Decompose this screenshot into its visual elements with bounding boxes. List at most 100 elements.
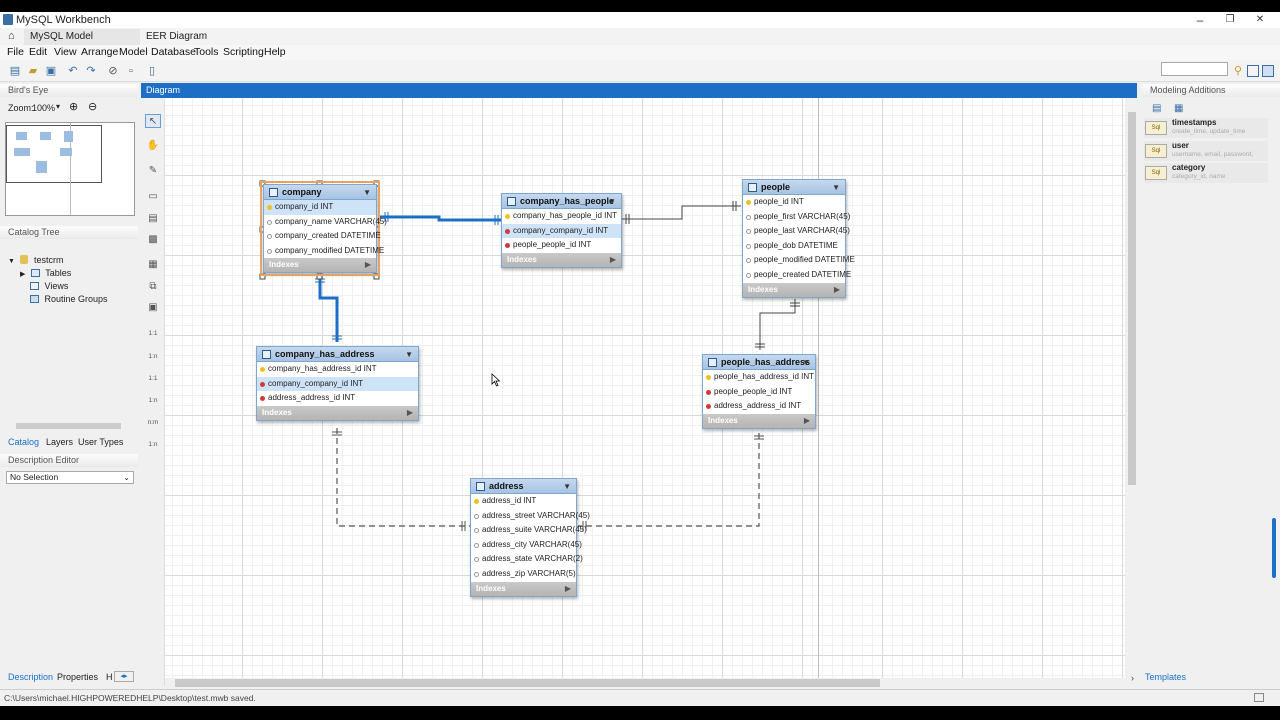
pointer-tool-icon[interactable]: ↖ bbox=[145, 114, 161, 128]
zoom-dropdown-icon[interactable]: ▾ bbox=[56, 102, 61, 111]
relationship-1-n-tool[interactable]: 1:n bbox=[148, 353, 158, 360]
table-tool-icon[interactable]: ▦ bbox=[148, 259, 158, 270]
menu-model[interactable]: Model bbox=[119, 46, 148, 58]
expand-arrow-icon[interactable]: ▶ bbox=[609, 254, 616, 264]
table-column[interactable]: company_id INT bbox=[264, 200, 376, 215]
expand-arrow-icon[interactable]: ▶ bbox=[564, 583, 571, 593]
collapse-right-panel-icon[interactable]: › bbox=[1131, 673, 1134, 683]
table-column[interactable]: people_id INT bbox=[743, 195, 845, 210]
table-address[interactable]: address▼ address_id INT address_street V… bbox=[470, 478, 590, 597]
tab-catalog[interactable]: Catalog bbox=[8, 437, 40, 447]
table-column[interactable]: people_created DATETIME bbox=[743, 268, 851, 283]
tab-properties[interactable]: Properties bbox=[57, 672, 99, 682]
collapse-arrow-icon[interactable]: ▼ bbox=[563, 482, 571, 491]
zoom-select[interactable]: 100% bbox=[32, 103, 56, 113]
home-icon[interactable]: ⌂ bbox=[8, 30, 15, 42]
tab-templates[interactable]: Templates bbox=[1145, 672, 1187, 682]
table-column[interactable]: people_first VARCHAR(45) bbox=[743, 210, 850, 225]
relationship-1-n-nonid-tool[interactable]: 1:n bbox=[148, 397, 158, 404]
zoom-out-icon[interactable]: ⊖ bbox=[88, 101, 98, 113]
collapse-arrow-icon[interactable]: ▼ bbox=[802, 358, 810, 367]
routine-group-tool-icon[interactable]: ▣ bbox=[148, 302, 158, 313]
menu-help[interactable]: Help bbox=[264, 46, 286, 58]
menu-scripting[interactable]: Scripting bbox=[223, 46, 264, 58]
table-column[interactable]: company_modified DATETIME bbox=[264, 244, 384, 259]
table-column[interactable]: address_address_id INT bbox=[257, 391, 418, 406]
description-object-select[interactable]: No Selection ⌄ bbox=[6, 471, 134, 484]
expand-arrow-icon[interactable]: ▶ bbox=[803, 415, 810, 425]
canvas-hscroll-thumb[interactable] bbox=[175, 679, 880, 687]
table-column[interactable]: people_last VARCHAR(45) bbox=[743, 224, 850, 239]
hand-tool-icon[interactable]: ✋ bbox=[146, 140, 160, 151]
table-column[interactable]: people_people_id INT bbox=[703, 385, 815, 400]
zoom-in-icon[interactable]: ⊕ bbox=[69, 101, 79, 113]
tab-user-types[interactable]: User Types bbox=[78, 437, 124, 447]
collapse-arrow-icon[interactable]: ▶ bbox=[20, 271, 26, 278]
template-timestamps[interactable]: Sql timestamps create_time, update_time bbox=[1144, 118, 1268, 138]
tab-description[interactable]: Description bbox=[8, 672, 54, 682]
template-category[interactable]: Sql category category_id, name bbox=[1144, 163, 1268, 183]
indexes-section[interactable]: Indexes▶ bbox=[502, 252, 621, 267]
collapse-arrow-icon[interactable]: ▼ bbox=[608, 197, 616, 206]
indexes-section[interactable]: Indexes▶ bbox=[471, 581, 576, 596]
indexes-section[interactable]: Indexes▶ bbox=[257, 405, 418, 420]
minimize-button[interactable]: – bbox=[1196, 13, 1204, 27]
menu-tools[interactable]: Tools bbox=[194, 46, 219, 58]
save-icon[interactable]: ▣ bbox=[45, 65, 57, 77]
redo-icon[interactable]: ↷ bbox=[86, 65, 96, 77]
table-column[interactable]: company_company_id INT bbox=[257, 376, 418, 392]
relationship-n-m-tool[interactable]: n:m bbox=[147, 419, 159, 426]
table-column[interactable]: address_zip VARCHAR(5) bbox=[471, 567, 576, 582]
table-column[interactable]: people_people_id INT bbox=[502, 238, 621, 253]
expand-arrow-icon[interactable]: ▶ bbox=[364, 260, 371, 270]
maximize-button[interactable]: ❐ bbox=[1225, 14, 1235, 25]
new-file-icon[interactable]: ▤ bbox=[9, 65, 21, 77]
tree-hscroll-thumb[interactable] bbox=[16, 423, 121, 429]
tree-item-routine-groups[interactable]: Routine Groups bbox=[30, 294, 108, 306]
collapse-arrow-icon[interactable]: ▼ bbox=[405, 350, 413, 359]
relationship-existing-columns-tool[interactable]: 1:n bbox=[148, 441, 158, 448]
layer-tool-icon[interactable]: ▭ bbox=[148, 191, 158, 202]
undo-icon[interactable]: ↶ bbox=[68, 65, 78, 77]
diagram-canvas[interactable]: company▼ company_id INT company_name VAR… bbox=[165, 98, 1125, 678]
eraser-tool-icon[interactable]: ✎ bbox=[148, 165, 158, 176]
status-panel-icon[interactable] bbox=[1254, 693, 1264, 702]
table-column[interactable]: address_state VARCHAR(2) bbox=[471, 552, 583, 567]
menu-database[interactable]: Database bbox=[151, 46, 196, 58]
menu-arrange[interactable]: Arrange bbox=[81, 46, 119, 58]
menu-file[interactable]: File bbox=[7, 46, 24, 58]
table-column[interactable]: people_modified DATETIME bbox=[743, 253, 855, 268]
indexes-section[interactable]: Indexes▶ bbox=[703, 413, 815, 428]
close-button[interactable]: ✕ bbox=[1255, 14, 1265, 25]
table-column[interactable]: address_suite VARCHAR(45) bbox=[471, 523, 587, 538]
table-header[interactable]: people_has_address▼ bbox=[703, 355, 815, 370]
tree-hscroll[interactable] bbox=[6, 422, 132, 430]
toggle-panel-icon[interactable]: ▯ bbox=[148, 65, 156, 77]
table-people-has-address[interactable]: people_has_address▼ people_has_address_i… bbox=[702, 354, 816, 429]
indexes-section[interactable]: Indexes▶ bbox=[264, 258, 376, 273]
indexes-section[interactable]: Indexes▶ bbox=[743, 282, 845, 297]
table-people[interactable]: people▼ people_id INT people_first VARCH… bbox=[742, 179, 855, 298]
expand-arrow-icon[interactable]: ▼ bbox=[8, 258, 15, 265]
table-header[interactable]: people▼ bbox=[743, 180, 845, 195]
open-folder-icon[interactable]: ▰ bbox=[28, 65, 38, 77]
tab-layers[interactable]: Layers bbox=[46, 437, 74, 447]
tab-eer-diagram[interactable]: EER Diagram× bbox=[140, 29, 216, 58]
list-view-icon[interactable]: ▦ bbox=[1174, 103, 1184, 114]
expand-arrow-icon[interactable]: ▶ bbox=[833, 284, 840, 294]
edit-templates-icon[interactable]: ▤ bbox=[1152, 103, 1162, 114]
birds-eye-minimap[interactable] bbox=[5, 122, 135, 216]
table-company[interactable]: company▼ company_id INT company_name VAR… bbox=[260, 180, 387, 277]
search-options-icon[interactable]: ⚲ bbox=[1233, 65, 1243, 77]
toggle-sidebar-right-icon[interactable] bbox=[1262, 65, 1274, 77]
tab-scroll-arrows-icon[interactable]: ◂▸ bbox=[114, 671, 134, 682]
view-tool-icon[interactable]: ⧉ bbox=[149, 281, 157, 292]
minimap-viewport[interactable] bbox=[6, 125, 102, 183]
tab-history[interactable]: H bbox=[106, 672, 113, 682]
table-column[interactable]: company_company_id INT bbox=[502, 223, 621, 239]
table-company-has-people[interactable]: company_has_people▼ company_has_people_i… bbox=[501, 193, 622, 268]
image-tool-icon[interactable]: ▩ bbox=[148, 234, 158, 245]
tab-mysql-model[interactable]: MySQL Model (test.mwb)× bbox=[24, 29, 140, 58]
relationship-1-1-tool[interactable]: 1:1 bbox=[148, 330, 158, 337]
table-column[interactable]: address_address_id INT bbox=[703, 399, 815, 414]
